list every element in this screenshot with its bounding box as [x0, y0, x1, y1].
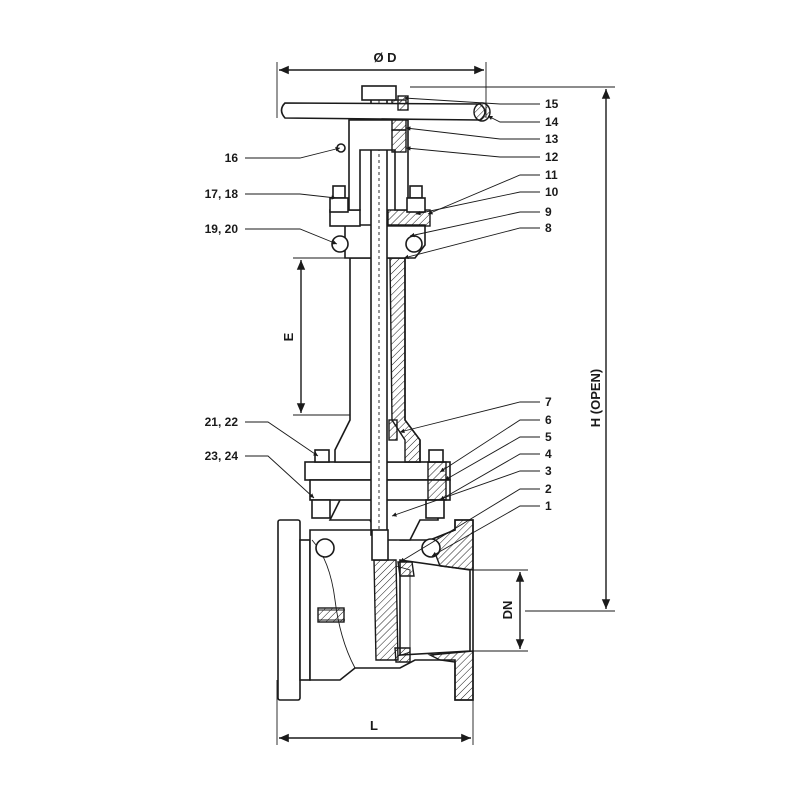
callout-4: 4 — [545, 447, 552, 461]
dimension-stroke-label: E — [281, 332, 296, 341]
bonnet-bolts-upper — [329, 143, 426, 253]
dimension-diameter-label: Ø D — [373, 50, 396, 65]
callout-17-18: 17, 18 — [205, 187, 239, 201]
callout-6: 6 — [545, 413, 552, 427]
dimension-nominal-size: DN — [470, 569, 528, 652]
dimension-stroke: E — [281, 257, 358, 416]
callout-13: 13 — [545, 132, 559, 146]
callout-19-20: 19, 20 — [205, 222, 239, 236]
callout-2: 2 — [545, 482, 552, 496]
callout-3: 3 — [545, 464, 552, 478]
callout-7: 7 — [545, 395, 552, 409]
dimension-height-open: H (OPEN) — [410, 86, 615, 612]
callout-5: 5 — [545, 430, 552, 444]
dimension-dn-label: DN — [500, 601, 515, 620]
stem — [370, 94, 398, 561]
callout-9: 9 — [545, 205, 552, 219]
callout-16: 16 — [225, 151, 239, 165]
callout-12: 12 — [545, 150, 559, 164]
dimension-diameter: Ø D — [276, 50, 487, 118]
callout-8: 8 — [545, 221, 552, 235]
callout-10: 10 — [545, 185, 559, 199]
callout-15: 15 — [545, 97, 559, 111]
handwheel — [280, 95, 491, 122]
callout-21-22: 21, 22 — [205, 415, 239, 429]
callout-14: 14 — [545, 115, 559, 129]
callout-labels: 15 14 13 12 16 11 10 17, 18 9 19, 20 8 7… — [205, 97, 559, 513]
callout-1: 1 — [545, 499, 552, 513]
callout-11: 11 — [545, 168, 558, 182]
dimension-length: L — [276, 680, 474, 745]
callout-23-24: 23, 24 — [205, 449, 239, 463]
dimension-length-label: L — [370, 718, 378, 733]
dimension-height-label: H (OPEN) — [588, 369, 603, 428]
callout-leaders — [245, 96, 540, 563]
